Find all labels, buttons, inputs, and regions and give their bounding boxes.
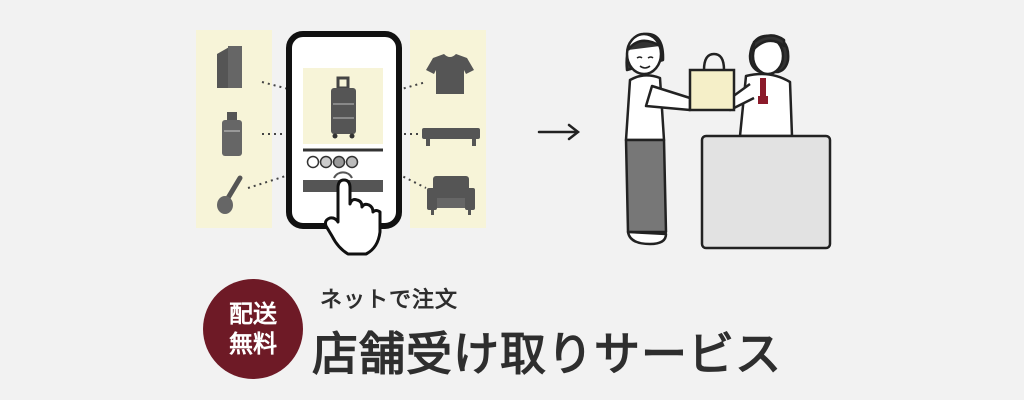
badge-line-2: 無料	[229, 330, 277, 358]
bench-icon	[422, 128, 480, 146]
badge-line-1: 配送	[229, 300, 277, 328]
suitcase-icon	[331, 76, 356, 139]
shopping-bag-illustration	[688, 52, 736, 112]
armchair-icon	[427, 176, 475, 215]
spoon-icon	[217, 175, 243, 214]
customer-illustration	[624, 32, 692, 246]
bottle-icon	[222, 112, 242, 156]
subtitle: ネットで注文	[320, 288, 459, 313]
staff-illustration	[726, 34, 794, 138]
arrow-right-icon	[537, 123, 581, 141]
phone-illustration	[286, 31, 402, 256]
tshirt-icon	[426, 54, 474, 94]
page-title: 店舗受け取りサービス	[312, 327, 782, 381]
free-shipping-badge: 配送 無料	[203, 279, 303, 379]
file-box-icon	[217, 46, 242, 88]
counter	[700, 134, 832, 250]
color-swatches	[306, 155, 359, 169]
hand-pointer-icon	[324, 178, 382, 256]
